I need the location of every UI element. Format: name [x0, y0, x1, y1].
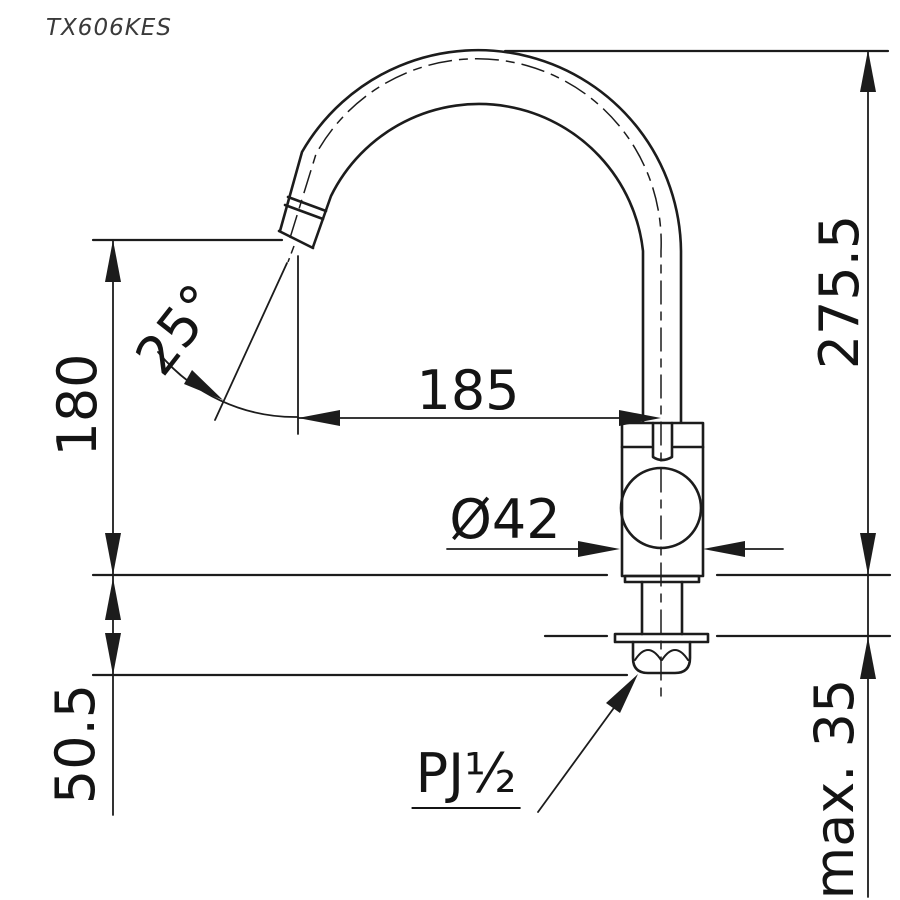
arrow-thread-leader: [606, 674, 638, 713]
handle-knob: [619, 466, 703, 550]
arrow-reach-right: [619, 410, 661, 426]
thread-leader-line: [537, 704, 617, 813]
dim-under-deck-length-label: 50.5: [44, 683, 107, 805]
thread-type-label: PJ½: [411, 747, 521, 809]
arrow-angle-arc: [184, 370, 223, 400]
model-number: TX606KES: [46, 15, 172, 41]
spout-outer-edge: [278, 48, 683, 424]
nozzle-joint-line-1: [286, 195, 328, 213]
arrow-tip-height-bottom: [105, 533, 121, 575]
spout-inner-edge: [311, 102, 645, 424]
nozzle-axis-tick: [287, 245, 295, 263]
faucet-outline: [277, 48, 710, 675]
faucet-centerline: [289, 58, 662, 700]
threaded-shank: [640, 580, 684, 636]
arrow-shank-length-bottom: [105, 633, 121, 675]
arrow-deck-thickness: [860, 637, 876, 679]
arrow-spout-height-top: [860, 50, 876, 92]
dim-body-diameter-label: Ø42: [449, 488, 561, 551]
mounting-nut-chamfer-arcs: [634, 649, 689, 661]
body-collar: [651, 421, 674, 462]
dimension-arrowheads: [105, 50, 876, 713]
spout-tip-face: [277, 229, 315, 250]
dim-spout-height-label: 275.5: [808, 214, 871, 370]
dim-max-deck-thickness-label: max. 35: [803, 678, 866, 900]
dim-tip-height-label: 180: [46, 353, 109, 457]
arrow-spout-height-bottom: [860, 533, 876, 575]
dim-spout-reach-label: 185: [416, 359, 520, 422]
nozzle-joint-line-2: [283, 203, 325, 221]
washer: [613, 632, 710, 644]
arrow-diameter-right: [703, 541, 745, 557]
angle-arc: [157, 351, 299, 418]
spout-axis-ref-line: [214, 262, 288, 421]
mounting-nut: [631, 640, 692, 675]
centerlines: [287, 58, 662, 700]
arrow-reach-left: [298, 410, 340, 426]
arrow-shank-length-top: [105, 578, 121, 620]
arrow-diameter-left: [578, 541, 620, 557]
body-base-plate: [623, 574, 701, 584]
arrow-tip-height-top: [105, 240, 121, 282]
reference-lines: [91, 49, 892, 677]
